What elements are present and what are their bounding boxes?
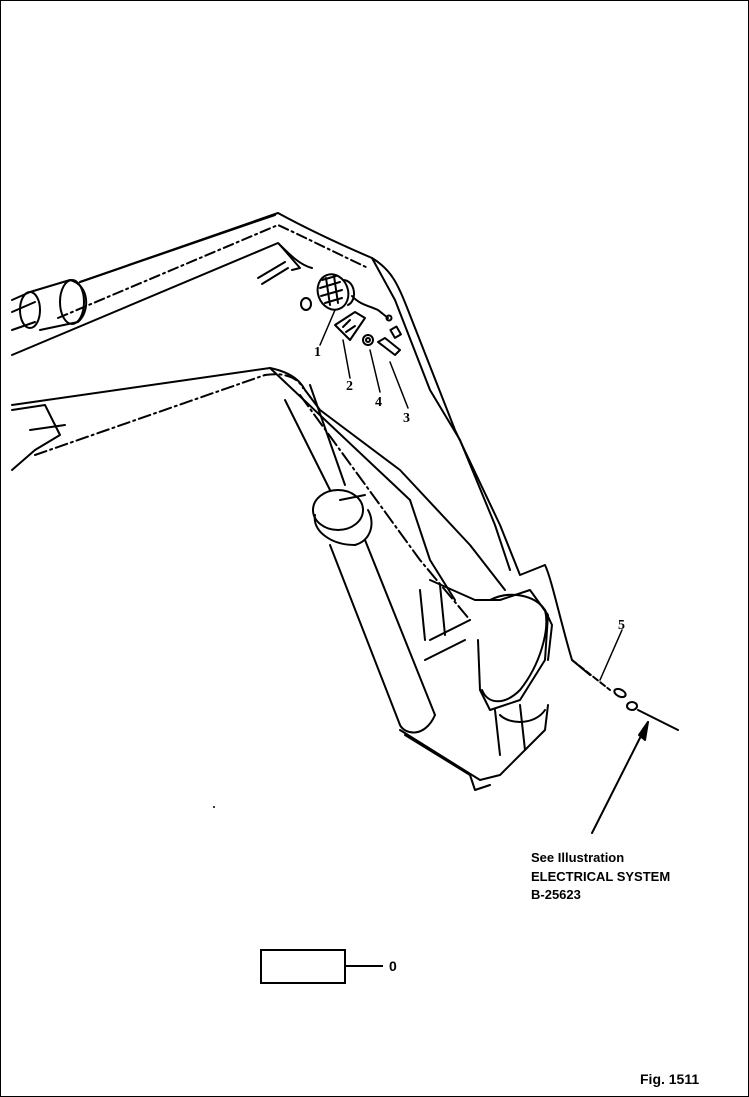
work-light-assembly [300,273,402,356]
callout-4: 4 [375,395,382,410]
callout-labels: 1 2 3 4 5 [314,345,625,633]
reference-arrow [591,721,649,834]
boom-outline [11,212,591,676]
callout-5: 5 [618,618,625,633]
callout-1: 1 [314,345,321,360]
boom-foot [399,579,553,791]
callout-3: 3 [403,411,410,426]
legend-leader [345,965,383,967]
callout-2: 2 [346,379,353,394]
legend-number: 0 [389,958,397,974]
boom-cylinder [284,384,436,734]
reference-note: See Illustration ELECTRICAL SYSTEM B-256… [531,849,670,905]
arm-cylinder [11,214,276,331]
figure-label: Fig. 1511 [640,1071,700,1087]
harness-connector [571,659,679,731]
leader-lines [319,309,623,681]
reference-note-line1: See Illustration [531,850,625,865]
reference-note-line3: B-25623 [531,887,581,902]
legend-box [260,949,346,984]
reference-note-line2: ELECTRICAL SYSTEM [531,868,671,884]
